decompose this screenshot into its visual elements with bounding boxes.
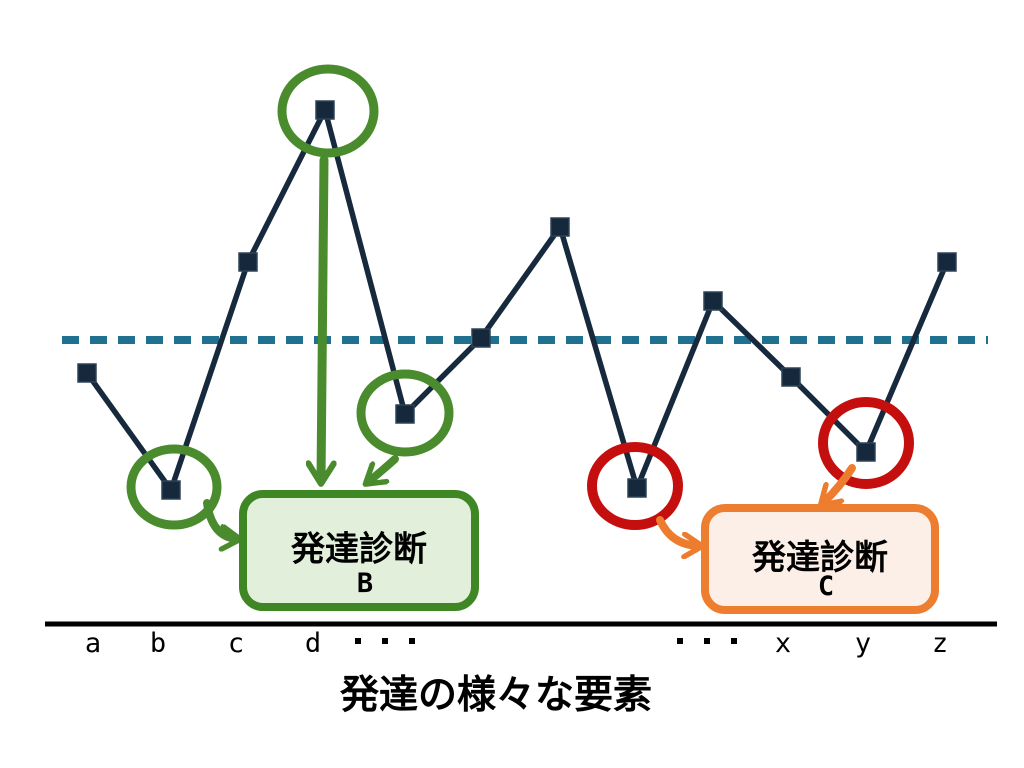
data-point-marker-9 — [703, 291, 723, 311]
series-line — [84, 107, 950, 493]
green-arrow — [203, 499, 237, 539]
green-arrow — [368, 455, 399, 482]
data-point-marker-12 — [937, 252, 957, 272]
tick-dots-5-3 — [409, 638, 415, 644]
diagnosis-box-B-label: 発達診断 — [291, 531, 427, 569]
tick-dots-6-2 — [704, 638, 710, 644]
diagnosis-box-C-label: 発達診断 — [752, 539, 888, 577]
orange-arrow — [823, 464, 856, 503]
diagnosis-box-B-letter: B — [357, 568, 373, 599]
tick-label-z: z — [932, 628, 948, 659]
tick-label-c: c — [228, 628, 244, 659]
data-point-marker-7 — [550, 217, 570, 237]
arrows-layer — [203, 155, 856, 546]
data-point-marker-8 — [627, 478, 647, 498]
green-arrow — [321, 155, 324, 480]
diagnosis-box-C — [701, 504, 939, 614]
orange-arrow — [656, 516, 699, 546]
data-point-marker-1 — [77, 363, 97, 383]
tick-dots-5-1 — [355, 638, 361, 644]
tick-label-d: d — [305, 628, 321, 659]
red-highlight-circle — [587, 442, 683, 530]
green-highlight-circle — [356, 369, 454, 457]
data-point-marker-6 — [471, 328, 491, 348]
tick-dots-6-3 — [731, 638, 737, 644]
series-layer — [77, 100, 957, 500]
highlight-circles-layer — [126, 64, 914, 530]
green-highlight-circle — [126, 444, 222, 530]
diagnosis-box-B — [239, 490, 479, 611]
tick-dots-6-1 — [677, 638, 683, 644]
tick-dots-5-2 — [382, 638, 388, 644]
tick-label-a: a — [85, 628, 101, 659]
data-point-marker-4 — [315, 100, 335, 120]
tick-label-b: b — [150, 628, 166, 659]
data-point-marker-2 — [161, 480, 181, 500]
data-point-marker-11 — [856, 442, 876, 462]
red-highlight-circle — [818, 397, 914, 489]
chart-title: 発達の様々な要素 — [340, 674, 652, 717]
tick-label-x: x — [775, 628, 791, 659]
data-point-marker-5 — [395, 404, 415, 424]
data-point-marker-3 — [238, 252, 258, 272]
tick-label-y: y — [855, 628, 871, 659]
diagnosis-box-C-letter: C — [818, 571, 834, 602]
green-highlight-circle — [277, 64, 379, 158]
data-point-marker-10 — [781, 367, 801, 387]
